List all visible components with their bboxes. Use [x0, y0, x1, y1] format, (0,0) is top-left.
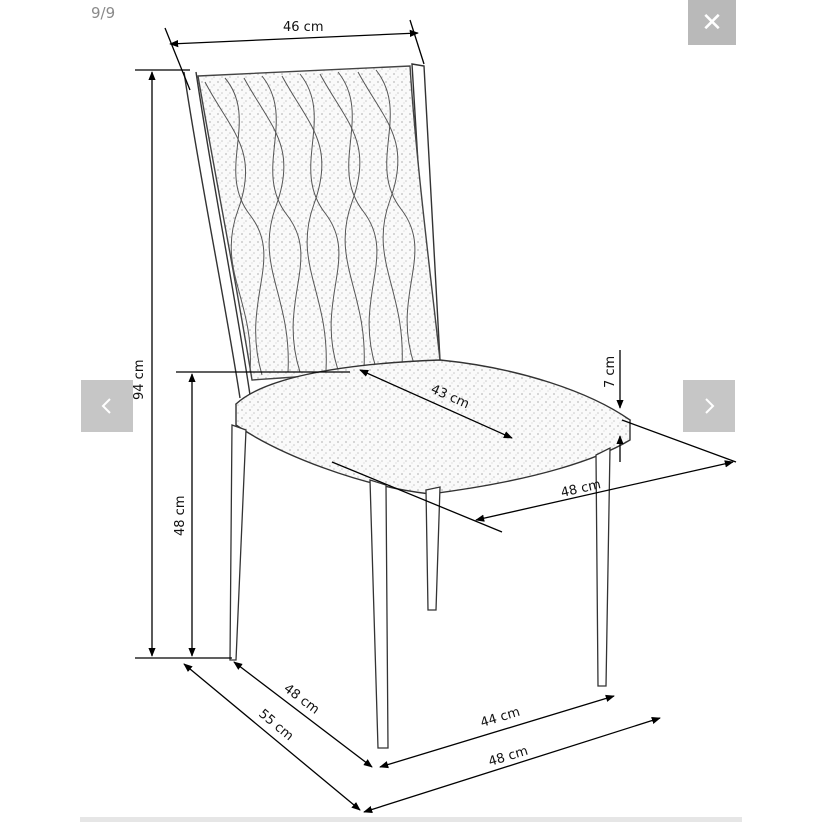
chevron-left-icon — [101, 398, 111, 414]
dim-label-seat-thickness: 7 cm — [603, 356, 618, 388]
previous-image-button[interactable] — [81, 380, 133, 432]
dim-label-base-depth-outer: 55 cm — [255, 707, 296, 745]
dim-label-height-total: 94 cm — [132, 360, 147, 401]
dim-label-width-top: 46 cm — [283, 20, 324, 35]
chevron-right-icon — [705, 398, 715, 414]
chair-backrest — [183, 63, 441, 399]
dim-label-seat-height: 48 cm — [173, 496, 188, 537]
dim-label-base-depth-inner: 48 cm — [281, 681, 322, 717]
close-icon: ✕ — [701, 7, 723, 38]
close-button[interactable]: ✕ — [688, 0, 736, 45]
dimension-lines — [135, 19, 737, 813]
image-counter: 9/9 — [91, 4, 116, 22]
bottom-divider — [80, 817, 742, 822]
next-image-button[interactable] — [683, 380, 735, 432]
chair-legs — [229, 424, 611, 749]
chair-seat — [234, 359, 632, 495]
dim-label-base-width-inner: 44 cm — [479, 705, 522, 731]
